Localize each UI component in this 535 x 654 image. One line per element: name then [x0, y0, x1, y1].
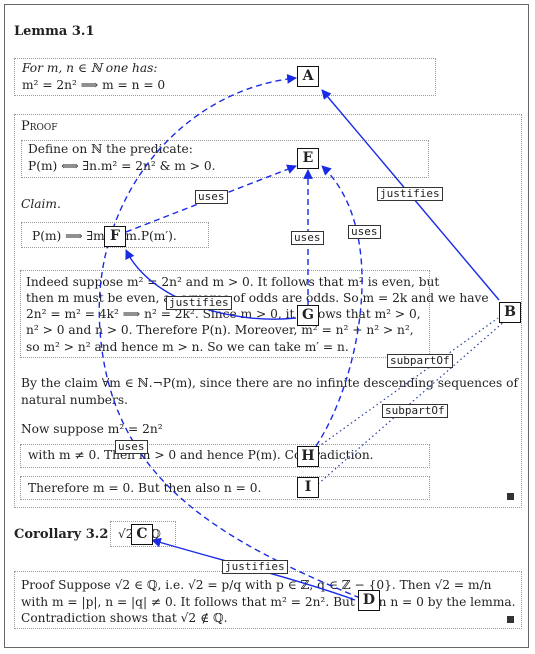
corollary-heading: Corollary 3.2 [14, 527, 109, 542]
definition-line1: Define on ℕ the predicate: [28, 142, 193, 156]
now-suppose-text: Now suppose m² = 2n² [21, 422, 163, 436]
node-e[interactable]: E [297, 148, 319, 169]
claim-proof-line: n² > 0 and n > 0. Therefore P(n). Moreov… [26, 323, 414, 337]
therefore-text: Therefore m = 0. But then also n = 0. [28, 481, 262, 495]
node-g[interactable]: G [297, 305, 319, 326]
edge-label-uses: uses [115, 440, 148, 454]
definition-box [21, 140, 429, 178]
edge-label-subpartof: subpartOf [382, 404, 448, 418]
lemma-statement-line2: m² = 2n² ⟹ m = n = 0 [22, 78, 166, 92]
edge-label-uses: uses [348, 225, 381, 239]
lemma-statement-box [14, 58, 436, 96]
claim-conclusion-line2: natural numbers. [21, 393, 128, 407]
definition-line2: P(m) ⟺ ∃n.m² = 2n² & m > 0. [28, 159, 216, 173]
claim-proof-line: then m must be even, as squares of odds … [26, 291, 489, 305]
claim-proof-line: so m² > n² and hence m > n. So we can ta… [26, 340, 349, 354]
edge-h-subpartof-b [317, 317, 499, 448]
edge-label-justifies: justifies [222, 560, 288, 574]
therefore-box [20, 476, 430, 500]
node-f[interactable]: F [104, 226, 126, 247]
claim-statement-box [21, 222, 209, 248]
edge-label-uses: uses [195, 190, 228, 204]
corollary-proof-line2: with m = |p|, n = |q| ≠ 0. It follows th… [21, 595, 516, 609]
edge-d-uses-a [98, 74, 361, 599]
claim-proof-line: Indeed suppose m² = 2n² and m > 0. It fo… [26, 275, 440, 289]
node-d[interactable]: D [358, 590, 380, 611]
qed-mark [507, 616, 514, 623]
edge-label-subpartof: subpartOf [387, 354, 453, 368]
proof-box [14, 114, 522, 508]
corollary-proof-line3: Contradiction shows that √2 ∉ ℚ. [21, 611, 228, 625]
node-c[interactable]: C [131, 524, 153, 545]
node-h[interactable]: H [297, 446, 319, 467]
claim-conclusion-line1: By the claim ∀m ∈ ℕ.¬P(m), since there a… [21, 376, 518, 390]
claim-proof-box [20, 270, 430, 358]
edge-h-uses-e [315, 165, 363, 447]
node-b[interactable]: B [499, 302, 521, 323]
proof-heading: Proof [21, 119, 58, 134]
edge-label-uses: uses [291, 231, 324, 245]
contradiction-text: with m ≠ 0. Then m > 0 and hence P(m). C… [28, 448, 374, 462]
edge-label-justifies: justifies [377, 187, 443, 201]
corollary-statement-box [110, 521, 176, 547]
lemma-heading: Lemma 3.1 [14, 24, 95, 39]
node-a[interactable]: A [297, 66, 319, 87]
corollary-proof-line1: Proof Suppose √2 ∈ ℚ, i.e. √2 = p/q with… [21, 578, 492, 592]
lemma-statement-line1: For m, n ∈ ℕ one has: [22, 61, 158, 75]
edge-i-subpartof-b [317, 319, 507, 485]
edge-label-justifies: justifies [166, 296, 232, 310]
claim-label: Claim. [21, 197, 61, 211]
node-i[interactable]: I [297, 477, 319, 498]
contradiction-box [20, 444, 430, 468]
document-frame [4, 4, 529, 648]
qed-mark [507, 493, 514, 500]
